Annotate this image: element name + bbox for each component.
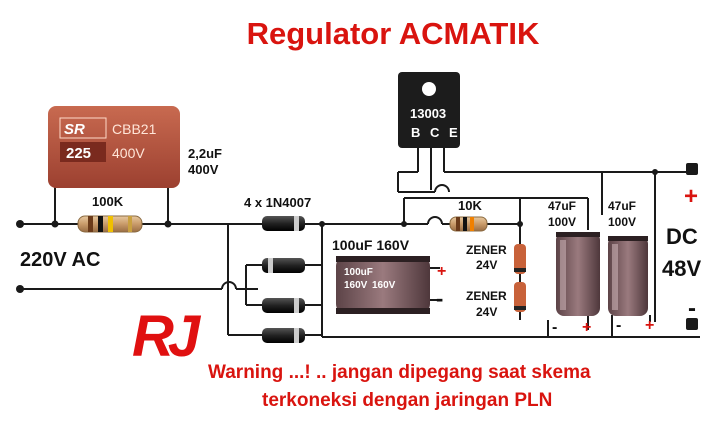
cap-out-1-minus: - xyxy=(552,319,557,336)
output-plus: + xyxy=(684,183,698,210)
output-voltage-label: 48V xyxy=(662,256,701,281)
main-cap-minus: - xyxy=(436,286,443,311)
diode-3 xyxy=(262,298,305,313)
resistor-input-label: 100K xyxy=(92,194,124,209)
film-cap-code: 225 xyxy=(66,145,91,162)
zener-2-line2: 24V xyxy=(476,305,497,319)
resistor-base-label: 10K xyxy=(458,198,482,213)
diode-2 xyxy=(262,258,305,273)
diode-bridge xyxy=(262,216,305,343)
zener-1-line1: ZENER xyxy=(466,243,507,257)
input-voltage-label: 220V AC xyxy=(20,249,100,271)
cap-out-1-plus: + xyxy=(582,319,591,336)
cap-out-1-line2: 100V xyxy=(548,215,576,229)
electrolytic-capacitor-main: 100uF 160V 160V xyxy=(336,256,430,314)
main-cap-body-2: 160V xyxy=(344,280,368,291)
terminals xyxy=(16,163,698,330)
resistor-100k xyxy=(77,215,143,233)
zener-1-line2: 24V xyxy=(476,258,497,272)
transistor-part: 13003 xyxy=(410,106,446,121)
main-cap-body-3: 160V xyxy=(372,280,396,291)
zener-diodes xyxy=(514,244,526,312)
film-cap-voltage: 400V xyxy=(112,145,145,161)
transistor-13003: 13003 B C E xyxy=(398,72,461,148)
diodes-label: 4 x 1N4007 xyxy=(244,195,311,210)
cap-out-2-minus: - xyxy=(616,317,621,334)
film-cap-type: CBB21 xyxy=(112,121,157,137)
diode-1 xyxy=(262,216,305,231)
film-capacitor: SR CBB21 225 400V xyxy=(48,106,180,188)
title: Regulator ACMATIK xyxy=(247,16,540,51)
cap-out-2-line1: 47uF xyxy=(608,199,636,213)
zener-2-line1: ZENER xyxy=(466,289,507,303)
main-cap-plus: + xyxy=(437,263,446,280)
warning-line-1: Warning ...! .. jangan dipegang saat ske… xyxy=(208,362,591,383)
cap-out-1-line1: 47uF xyxy=(548,199,576,213)
output-capacitor-1 xyxy=(556,232,600,316)
main-cap-body-1: 100uF xyxy=(344,267,373,278)
diode-4 xyxy=(262,328,305,343)
output-minus: - xyxy=(688,295,696,322)
film-cap-rating: 400V xyxy=(188,162,219,177)
film-cap-value: 2,2uF xyxy=(188,146,222,161)
cap-out-2-plus: + xyxy=(645,317,654,334)
rj-logo: RJ xyxy=(132,304,202,369)
output-capacitor-2 xyxy=(608,236,648,316)
transistor-pins: B C E xyxy=(411,125,461,140)
output-dc-label: DC xyxy=(666,224,698,249)
warning-line-2: terkoneksi dengan jaringan PLN xyxy=(262,390,552,411)
resistor-10k xyxy=(449,216,488,232)
cap-out-2-line2: 100V xyxy=(608,215,636,229)
main-cap-label: 100uF 160V xyxy=(332,237,410,253)
film-cap-brand: SR xyxy=(64,121,85,138)
